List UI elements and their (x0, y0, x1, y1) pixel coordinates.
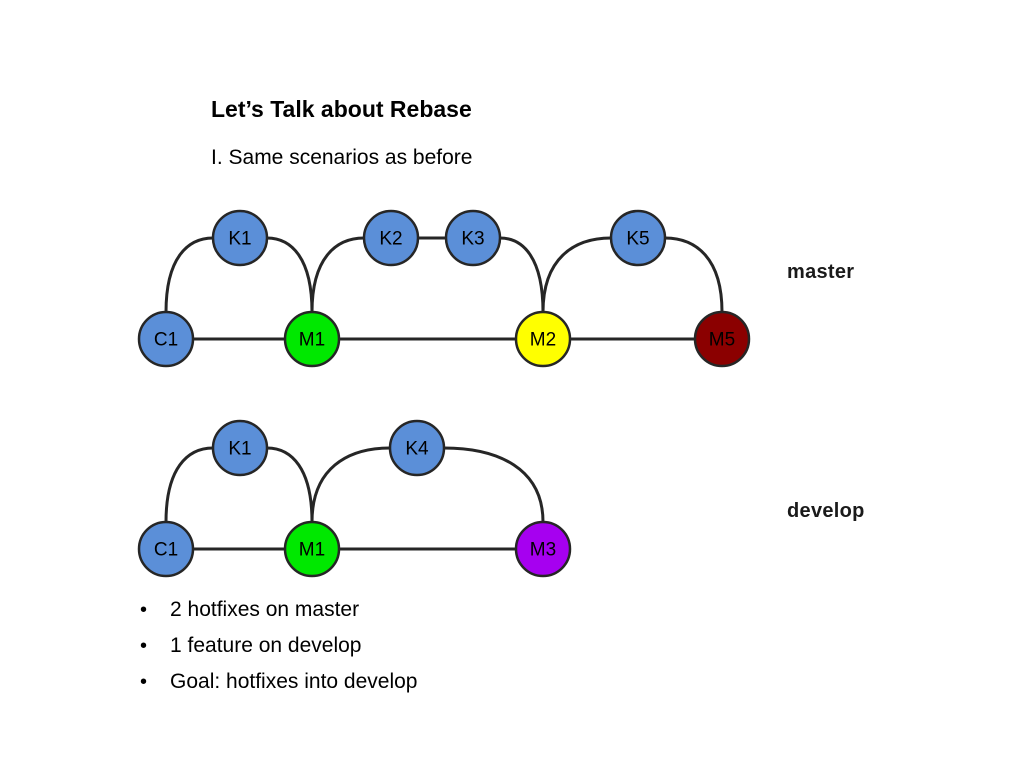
bullet-text: 1 feature on develop (170, 634, 362, 657)
list-item: • 2 hotfixes on master (140, 598, 740, 634)
bullet-marker-icon: • (140, 671, 148, 693)
bullet-text: Goal: hotfixes into develop (170, 670, 418, 693)
commit-node-circle (609, 209, 667, 267)
commit-node-circle (514, 310, 572, 368)
commit-node-M1[interactable]: M1 (283, 310, 341, 368)
commit-node-circle (514, 520, 572, 578)
commit-node-circle (693, 310, 751, 368)
edge-M1-K2 (310, 236, 366, 314)
commit-node-M1[interactable]: M1 (283, 520, 341, 578)
commit-node-M2[interactable]: M2 (514, 310, 572, 368)
branch-label-master: master (787, 261, 855, 283)
commit-node-circle (283, 520, 341, 578)
commit-node-circle (283, 310, 341, 368)
edge-K1-M1 (265, 236, 314, 314)
commit-node-M5[interactable]: M5 (693, 310, 751, 368)
commit-node-K3[interactable]: K3 (444, 209, 502, 267)
commit-node-circle (137, 310, 195, 368)
commit-node-M3[interactable]: M3 (514, 520, 572, 578)
commit-node-K4[interactable]: K4 (388, 419, 446, 477)
page-title: Let’s Talk about Rebase (211, 96, 472, 122)
commit-node-K1[interactable]: K1 (211, 209, 269, 267)
bullet-text: 2 hotfixes on master (170, 598, 360, 621)
edge-K4-M3 (442, 446, 545, 524)
page-subtitle: I. Same scenarios as before (211, 146, 473, 169)
commit-node-K1[interactable]: K1 (211, 419, 269, 477)
bullet-marker-icon: • (140, 635, 148, 657)
edge-K5-M5 (663, 236, 724, 314)
edge-K3-M2 (498, 236, 545, 314)
edge-C1-K1 (164, 446, 215, 524)
commit-node-circle (211, 209, 269, 267)
bullet-marker-icon: • (140, 599, 148, 621)
commit-node-K5[interactable]: K5 (609, 209, 667, 267)
commit-node-circle (444, 209, 502, 267)
edge-M1-K4 (310, 446, 392, 524)
edge-M2-K5 (541, 236, 613, 314)
bullet-list: • 2 hotfixes on master • 1 feature on de… (140, 598, 740, 706)
commit-node-C1[interactable]: C1 (137, 520, 195, 578)
edge-K1-M1 (265, 446, 314, 524)
commit-node-K2[interactable]: K2 (362, 209, 420, 267)
commit-node-circle (362, 209, 420, 267)
list-item: • 1 feature on develop (140, 634, 740, 670)
commit-node-circle (211, 419, 269, 477)
branch-label-develop: develop (787, 500, 865, 522)
commit-node-circle (137, 520, 195, 578)
edge-C1-K1 (164, 236, 215, 314)
commit-node-C1[interactable]: C1 (137, 310, 195, 368)
list-item: • Goal: hotfixes into develop (140, 670, 740, 706)
commit-node-circle (388, 419, 446, 477)
